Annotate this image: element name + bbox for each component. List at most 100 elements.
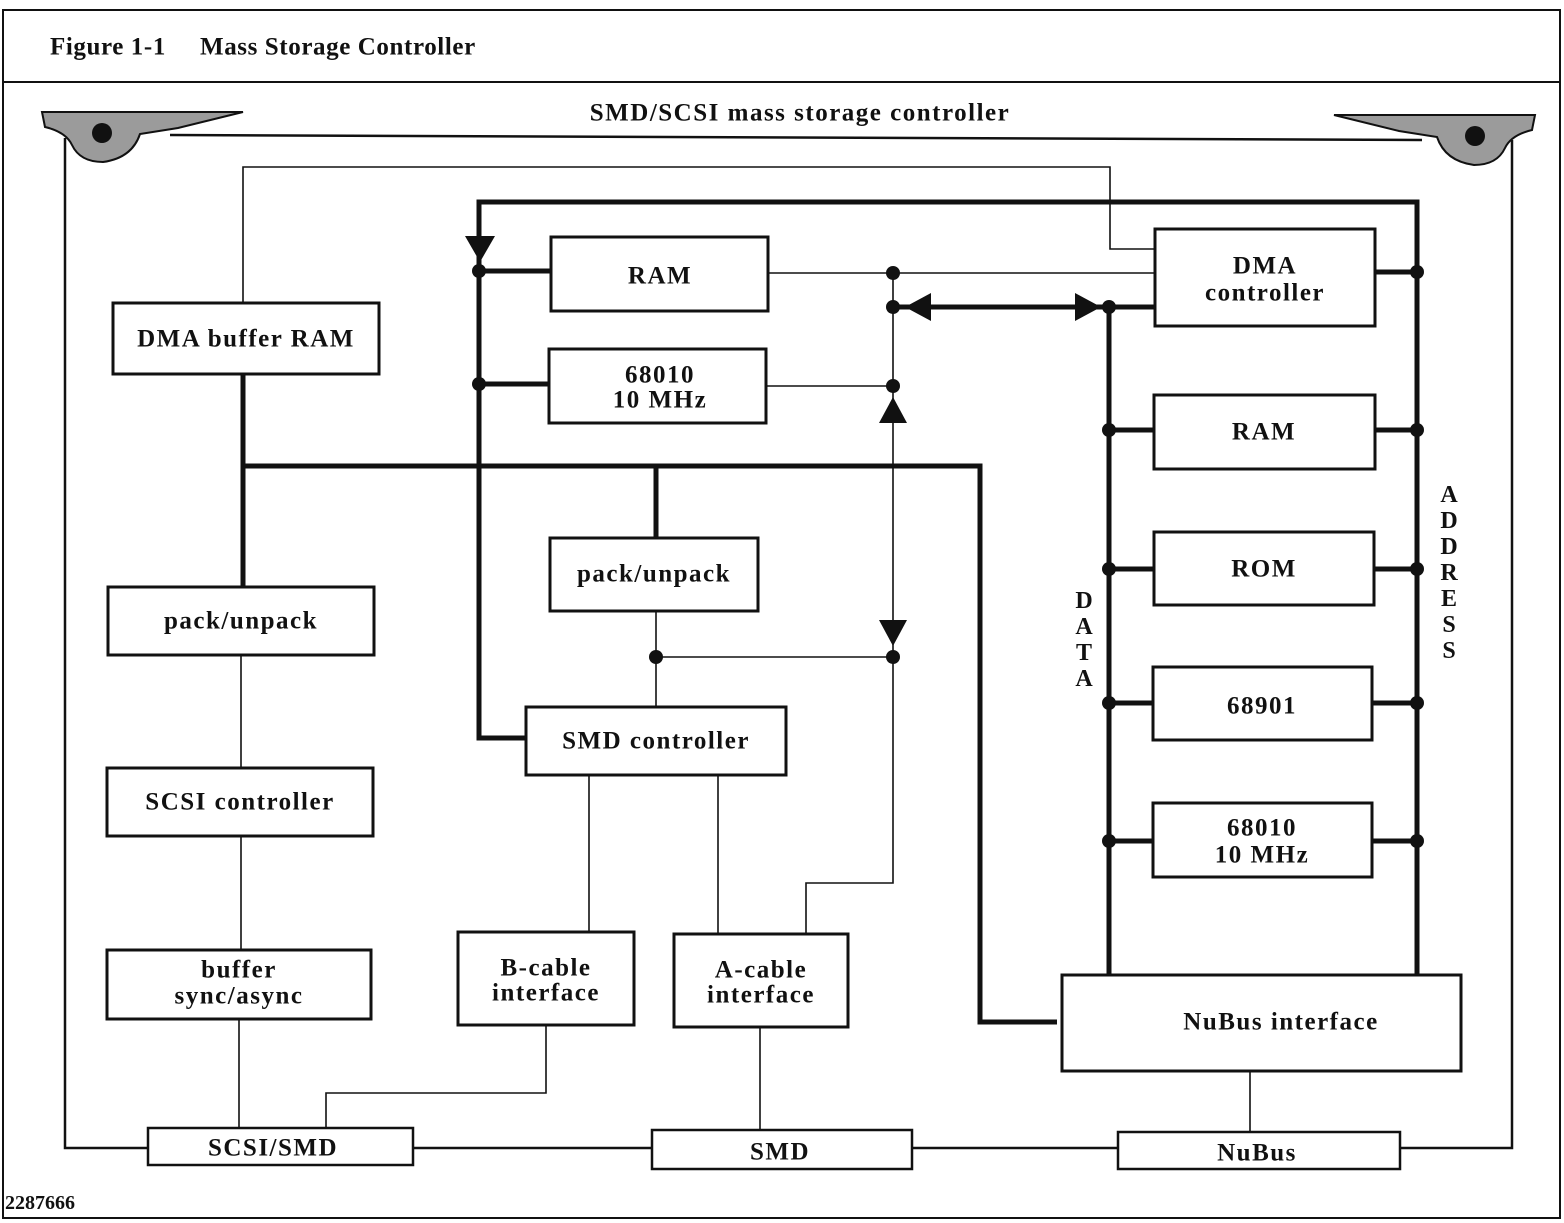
junction-dot (886, 379, 900, 393)
block-label: 68901 (1227, 693, 1297, 720)
block-label-line-2: interface (707, 982, 815, 1009)
address-bus-stubs (1372, 269, 1417, 844)
scsi-smd-connector: SCSI/SMD (146, 1126, 415, 1167)
block-label-line-1: B-cable (500, 955, 591, 982)
block-outline (105, 948, 373, 1021)
buffer-bus (243, 463, 1057, 1025)
direction-arrows (465, 236, 1101, 646)
dma-controller-block: DMA controller (1153, 227, 1377, 328)
connector-outline (650, 1128, 914, 1171)
block-outline (549, 235, 770, 313)
block-outline (1153, 227, 1377, 328)
block-outline (524, 705, 788, 777)
block-outline (1152, 530, 1376, 607)
ejector-lever (1333, 114, 1537, 167)
junction-dot (886, 266, 900, 280)
block-label: pack/unpack (164, 608, 318, 635)
board-outline (63, 133, 1514, 1150)
pack-unpack-center-block: pack/unpack (548, 536, 760, 613)
local-bus (476, 199, 1420, 975)
pack-unpack-left-block: pack/unpack (106, 585, 376, 657)
ejector-hole (1465, 126, 1485, 146)
junction-dot (472, 264, 486, 278)
block-outline (1060, 973, 1463, 1073)
thin-signal-lines (238, 166, 1251, 1132)
connector-label: SCSI/SMD (208, 1135, 338, 1162)
ram-block: RAM (1152, 393, 1377, 471)
connector-outline (146, 1126, 415, 1167)
block-label-line-1: DMA (1233, 253, 1297, 280)
thick-bus-lines (240, 199, 1420, 1025)
junction-dot (649, 650, 663, 664)
ejector-lever (40, 111, 244, 164)
block-label-line-1: buffer (201, 957, 277, 984)
block-label-line-2: 10 MHz (613, 387, 707, 414)
nubus-connector: NuBus (1116, 1130, 1402, 1171)
block-outline (547, 347, 768, 425)
rom-block: ROM (1152, 530, 1376, 607)
block-outline (1152, 393, 1377, 471)
junction-dot (472, 377, 486, 391)
figure-number: Figure 1-1 (50, 34, 166, 61)
smd-controller-block: SMD controller (524, 705, 788, 777)
68901-block: 68901 (1151, 665, 1374, 742)
nubus-interface-block: NuBus interface (1060, 973, 1463, 1073)
block-outline (456, 930, 636, 1027)
block-label-line-2: 10 MHz (1215, 842, 1309, 869)
block-label: SMD controller (562, 728, 750, 755)
connector-label: SMD (750, 1139, 810, 1166)
figure-title: Mass Storage Controller (200, 34, 476, 61)
junction-dot (1102, 423, 1116, 437)
arrow-down-icon (465, 236, 495, 262)
junction-dot (1410, 696, 1424, 710)
arrow-right-icon (1075, 293, 1101, 321)
junction-dot (1102, 300, 1116, 314)
block-label-line-2: interface (492, 980, 600, 1007)
block-label: ROM (1231, 556, 1297, 583)
block-outline (1151, 801, 1374, 879)
data-bus-label: DATA (1071, 588, 1097, 692)
dma-buffer-ram-block: DMA buffer RAM (111, 301, 381, 376)
arrow-down-icon (879, 620, 907, 646)
data-bus-stubs (1109, 427, 1154, 844)
junction-dot (886, 650, 900, 664)
junction-dot (1102, 562, 1116, 576)
board-left-edge (63, 138, 148, 1150)
block-label: RAM (1232, 419, 1296, 446)
block-outline (111, 301, 381, 376)
junction-dot (1410, 423, 1424, 437)
a-cable-interface-block: A-cable interface (672, 932, 850, 1029)
connector-label: NuBus (1217, 1140, 1297, 1167)
block-outline (1151, 665, 1374, 742)
junction-dot (886, 300, 900, 314)
left-ejector-handle (40, 111, 244, 164)
buffer-ram-to-dma-controller-line (242, 166, 1155, 303)
junction-dot (1410, 265, 1424, 279)
block-outline (548, 536, 760, 613)
block-label-line-2: sync/async (175, 983, 304, 1010)
local-cpu-block: 68010 10 MHz (547, 347, 768, 425)
block-outline (672, 932, 850, 1029)
figure-code: 2287666 (5, 1192, 75, 1214)
block-outline (106, 585, 376, 657)
scsi-controller-block: SCSI controller (105, 766, 375, 838)
address-bus-label: ADDRESS (1436, 482, 1462, 664)
b-cable-to-connector-line (325, 1025, 547, 1128)
block-outline (105, 766, 375, 838)
block-label-line-2: controller (1205, 280, 1325, 307)
block-label: SCSI controller (145, 789, 334, 816)
junction-dots (472, 264, 1424, 848)
block-label: NuBus interface (1183, 1009, 1378, 1036)
vertical-link-line (805, 273, 894, 934)
right-ejector-handle (1333, 114, 1537, 167)
arrow-up-icon (879, 397, 907, 423)
figure-frame (2, 9, 1561, 1219)
cpu-block: 68010 10 MHz (1151, 801, 1374, 879)
board-right-edge (1400, 140, 1514, 1150)
junction-dot (1102, 696, 1116, 710)
block-label-line-1: A-cable (715, 957, 807, 984)
connector-outline (1116, 1130, 1402, 1171)
arrow-left-icon (905, 293, 931, 321)
